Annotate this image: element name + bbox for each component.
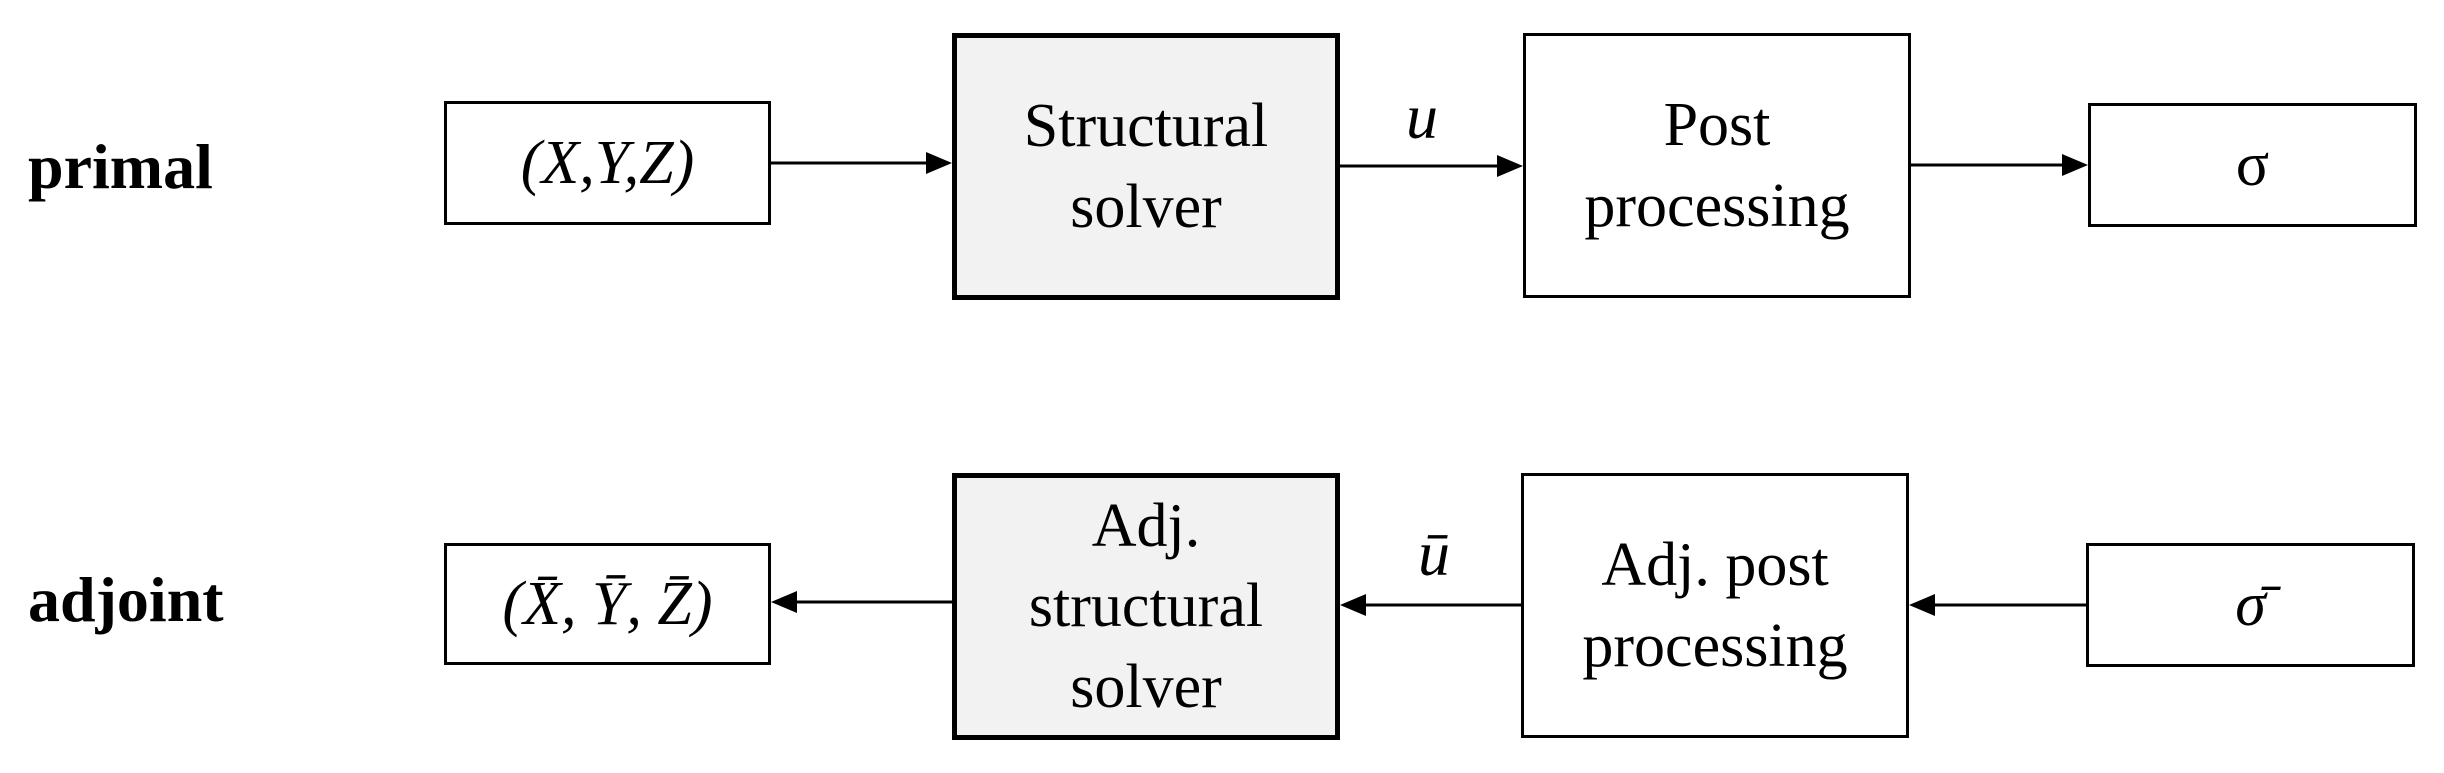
structural-solver-text: Structural solver — [1024, 86, 1269, 247]
adjoint-post-processing-line2: processing — [1582, 611, 1848, 680]
primal-row-label: primal — [28, 131, 213, 202]
structural-solver-line2: solver — [1070, 172, 1222, 241]
primal-output-box: σ — [2088, 103, 2417, 227]
adjoint-structural-solver-box: Adj. structural solver — [952, 473, 1340, 740]
adjoint-solver-line1: Adj. — [1091, 491, 1201, 560]
adjoint-structural-solver-text: Adj. structural solver — [1029, 486, 1263, 728]
adjoint-output-box: (X̄, Ȳ, Z̄) — [444, 543, 771, 665]
primal-input-label: (X,Y,Z) — [520, 128, 695, 197]
adjoint-post-processing-box: Adj. post processing — [1521, 473, 1909, 738]
structural-solver-line1: Structural — [1023, 91, 1269, 160]
adjoint-edge-label-ubar: ū — [1418, 518, 1450, 589]
primal-output-label: σ — [2235, 130, 2270, 199]
primal-input-box: (X,Y,Z) — [444, 101, 771, 225]
post-processing-line1: Post — [1663, 90, 1771, 159]
adjoint-output-label: (X̄, Ȳ, Z̄) — [502, 569, 713, 638]
arrow-adjoint-post-to-solver — [1340, 594, 1521, 616]
post-processing-box: Post processing — [1523, 33, 1911, 298]
adjoint-solver-line2: structural — [1028, 572, 1264, 641]
arrow-post-to-output — [1911, 154, 2088, 176]
adjoint-solver-line3: solver — [1070, 652, 1222, 721]
adjoint-row-label: adjoint — [28, 564, 224, 635]
post-processing-line2: processing — [1584, 171, 1850, 240]
post-processing-text: Post processing — [1584, 85, 1849, 246]
arrow-solver-to-post — [1340, 155, 1523, 177]
structural-solver-box: Structural solver — [952, 33, 1340, 300]
adjoint-input-box: σ̄ — [2086, 543, 2415, 667]
adjoint-input-label: σ̄ — [2235, 570, 2266, 639]
arrow-adjoint-input-to-post — [1909, 594, 2086, 616]
arrow-input-to-solver — [771, 152, 952, 174]
primal-edge-label-u: u — [1406, 81, 1438, 152]
adjoint-post-processing-text: Adj. post processing — [1582, 525, 1847, 686]
adjoint-post-processing-line1: Adj. post — [1601, 530, 1829, 599]
arrow-adjoint-solver-to-output — [771, 591, 952, 613]
